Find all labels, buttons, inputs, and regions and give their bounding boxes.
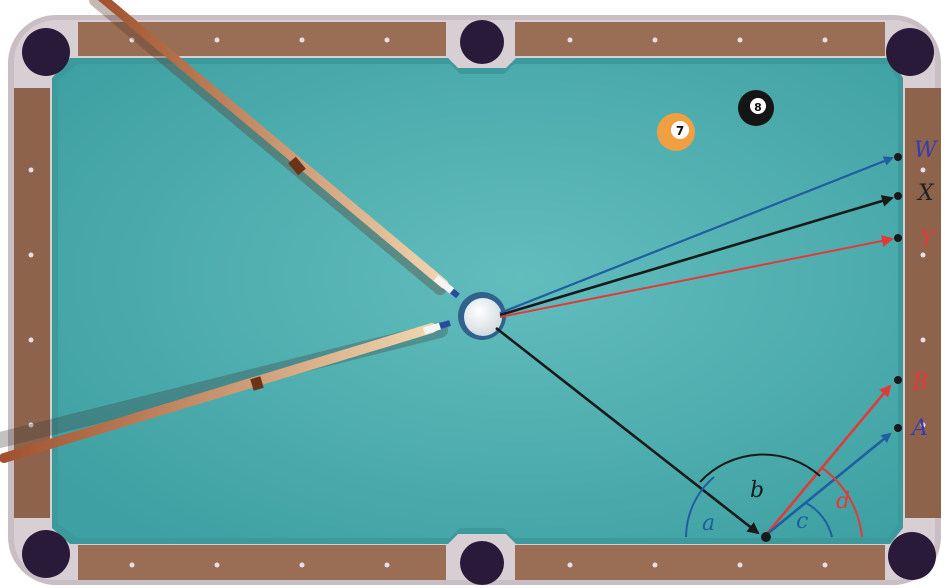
table-rails [14,22,941,580]
pocket-bottom-right [888,532,936,580]
pocket-top-middle [460,20,504,64]
pocket-top-left [22,28,70,76]
label-w: W [914,138,939,163]
endpoint-dots [761,153,902,542]
label-angle-c: c [796,509,808,534]
cue-stick-upper [89,0,460,299]
ball-seven: 7 [657,113,695,151]
angle-arc-c [805,502,833,538]
point-labels: W X Y B A [910,138,939,441]
angle-arc-a [685,476,715,538]
cue-stick-lower [0,320,451,463]
label-y: Y [920,227,937,252]
label-b: B [911,370,928,395]
trajectory-arrows [495,156,894,537]
pocket-bottom-left [22,530,70,578]
angle-arc-b [699,453,821,483]
ball-eight: 8 [738,90,774,126]
pocket-top-right [886,28,934,76]
arrow-to-b [765,384,892,536]
label-angle-b: b [750,478,764,503]
bounce-point [761,532,771,542]
pocket-bottom-middle [460,541,504,585]
label-angle-d: d [836,489,850,514]
arrow-to-cushion [495,326,760,535]
angle-labels: a b c d [702,478,850,536]
label-a: A [910,416,928,441]
angle-arc-d [821,467,863,538]
arrow-to-x [499,195,894,317]
svg-text:7: 7 [676,124,684,138]
cue-ball [458,292,506,340]
arrow-to-y [499,235,894,318]
pockets [22,20,936,585]
arrow-to-w [499,156,894,315]
label-angle-a: a [702,511,715,536]
rail-diamonds [28,37,926,568]
arrow-to-a [765,432,892,537]
angle-arcs [685,453,863,538]
label-x: X [916,181,935,206]
svg-text:8: 8 [754,101,762,114]
